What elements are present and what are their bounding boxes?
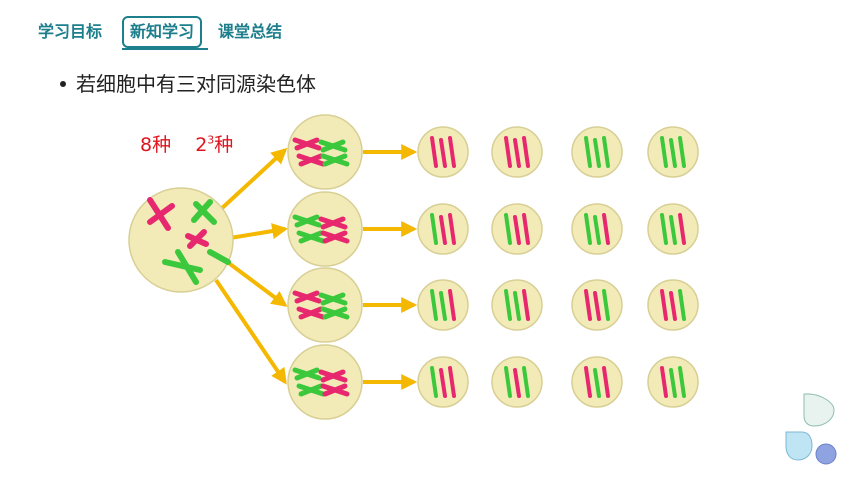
bullet-text: 若细胞中有三对同源染色体	[76, 72, 316, 96]
chromosome-intermediate	[298, 153, 324, 167]
chromosome-intermediate	[322, 230, 348, 244]
chromosome-intermediate	[320, 369, 346, 383]
chromosome-gamete	[430, 366, 438, 398]
active-tab-underline	[122, 48, 208, 50]
combination-count: 8种 23种	[140, 130, 233, 157]
chromosome-intermediate	[298, 306, 324, 320]
chromosome-gamete	[602, 366, 610, 398]
bullet-point: 若细胞中有三对同源染色体	[60, 68, 316, 97]
chromosome-gamete	[678, 366, 686, 398]
arrow-to-intermediate-3	[220, 256, 288, 307]
chromosome-gamete	[448, 289, 456, 321]
arrow-to-intermediate-2	[229, 223, 289, 240]
count-label-b-exp: 3	[207, 133, 215, 147]
chromosome-gamete	[504, 289, 512, 321]
chromosome-gamete	[513, 368, 521, 398]
count-label-b-unit: 种	[214, 134, 234, 156]
chromosome-intermediate	[298, 230, 324, 244]
cells-group	[128, 114, 699, 420]
chromosome-gamete	[593, 138, 601, 168]
chromosome-gamete	[439, 291, 447, 321]
chromosome-gamete	[678, 289, 686, 321]
chromosome-intermediate	[294, 290, 320, 304]
chromosome-gamete	[513, 138, 521, 168]
chromosome-gamete	[584, 289, 592, 321]
intermediate-cell-1	[287, 114, 363, 190]
chromosome-gamete	[522, 213, 530, 245]
decorative-petals-icon	[785, 393, 837, 465]
chromosome-parent	[207, 249, 231, 265]
chromosome-gamete	[593, 291, 601, 321]
tab-class-summary[interactable]: 课堂总结	[218, 22, 283, 41]
chromosome-gamete	[669, 291, 677, 321]
chromosome-parent	[147, 203, 175, 225]
chromosome-gamete	[678, 213, 686, 245]
parent-cell	[128, 187, 234, 293]
chromosome-gamete	[669, 138, 677, 168]
chromosome-gamete	[593, 368, 601, 398]
chromosome-gamete	[522, 366, 530, 398]
chromosome-parent	[175, 249, 199, 285]
chromosome-gamete	[660, 289, 668, 321]
bullet-dot	[60, 80, 66, 87]
chromosome-parent	[193, 201, 217, 225]
chromosome-gamete	[448, 213, 456, 245]
chromosome-parent	[191, 199, 213, 223]
chromosome-gamete	[593, 215, 601, 245]
chromosome-gamete	[448, 366, 456, 398]
chromosome-gamete	[584, 366, 592, 398]
intermediate-cell-4	[287, 344, 363, 420]
chromosome-gamete	[678, 136, 686, 168]
chromosome-gamete	[602, 136, 610, 168]
chromosome-intermediate	[320, 139, 346, 153]
chromosome-gamete	[439, 368, 447, 398]
chromosome-intermediate	[322, 153, 348, 167]
chromosome-intermediate	[320, 292, 346, 306]
top-nav: 学习目标 新知学习 课堂总结	[0, 16, 860, 52]
arrow-to-intermediate-1	[218, 147, 288, 212]
chromosome-gamete	[448, 136, 456, 168]
chromosome-gamete	[430, 213, 438, 245]
chromosome-intermediate	[322, 306, 348, 320]
chromosome-intermediate	[322, 383, 348, 397]
chromosome-gamete	[660, 213, 668, 245]
chromosome-intermediate	[320, 216, 346, 230]
chromosome-gamete	[439, 215, 447, 245]
chromosome-intermediate	[298, 383, 324, 397]
chromosome-gamete	[660, 136, 668, 168]
intermediate-cell-2	[287, 191, 363, 267]
chromosome-parent	[187, 229, 207, 249]
chromosome-gamete	[669, 215, 677, 245]
chromosome-gamete	[660, 366, 668, 398]
chromosome-gamete	[430, 136, 438, 168]
tab-learning-goals[interactable]: 学习目标	[38, 22, 103, 41]
chromosome-intermediate	[294, 137, 320, 151]
chromosome-gamete	[504, 136, 512, 168]
chromosome-gamete	[522, 289, 530, 321]
chromosome-gamete	[513, 291, 521, 321]
count-label-a: 8种	[140, 134, 172, 156]
tab-new-learning[interactable]: 新知学习	[122, 16, 203, 48]
chromosome-gamete	[513, 215, 521, 245]
chromosome-intermediate	[294, 367, 320, 381]
chromosome-gamete	[504, 213, 512, 245]
chromosome-gamete	[602, 289, 610, 321]
chromosome-gamete	[430, 289, 438, 321]
chromosome-gamete	[669, 368, 677, 398]
chromosome-parent	[162, 259, 203, 273]
count-label-b-base: 2	[195, 134, 208, 156]
chromosome-gamete	[504, 366, 512, 398]
chromosome-gamete	[522, 136, 530, 168]
arrow-to-intermediate-4	[214, 278, 287, 385]
chromosome-gamete	[584, 213, 592, 245]
chromosome-gamete	[602, 213, 610, 245]
chromosome-gamete	[584, 136, 592, 168]
arrows-group	[214, 144, 418, 390]
chromosome-intermediate	[294, 214, 320, 228]
intermediate-cell-3	[287, 267, 363, 343]
chromosome-gamete	[439, 138, 447, 168]
